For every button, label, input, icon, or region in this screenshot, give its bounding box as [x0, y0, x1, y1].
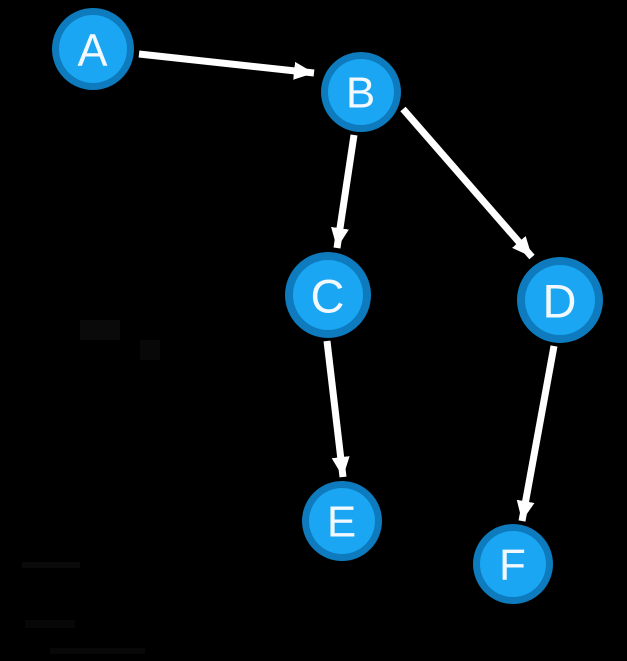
node-label: C: [311, 270, 346, 323]
graph-edge-C-E: [323, 340, 350, 478]
node-label: F: [499, 541, 527, 590]
node-inner-circle: [328, 59, 394, 125]
background-artifact: [50, 648, 145, 654]
node-inner-circle: [525, 265, 595, 335]
node-inner-circle: [293, 260, 363, 330]
graph-node-D[interactable]: D: [517, 257, 603, 343]
graph-node-F[interactable]: F: [473, 524, 553, 604]
node-inner-circle: [309, 488, 375, 554]
graph-node-B[interactable]: B: [321, 52, 401, 132]
node-label: D: [543, 275, 578, 328]
background-artifact: [80, 320, 120, 340]
graph-edge-B-C: [331, 134, 358, 249]
node-inner-circle: [480, 531, 546, 597]
graph-edges-layer: [138, 50, 558, 522]
background-artifacts-layer: [22, 320, 160, 654]
node-label: E: [327, 498, 357, 547]
graph-edge-B-D: [400, 106, 535, 260]
background-artifact: [25, 620, 75, 628]
graph-node-C[interactable]: C: [285, 252, 371, 338]
background-artifact: [140, 340, 160, 360]
graph-node-E[interactable]: E: [302, 481, 382, 561]
node-label: B: [346, 69, 376, 118]
graph-nodes-layer: A B C D E F: [52, 8, 603, 604]
background-artifact: [22, 562, 80, 568]
graph-edge-D-F: [516, 345, 558, 522]
node-inner-circle: [59, 15, 127, 83]
node-label: A: [77, 25, 108, 76]
graph-node-A[interactable]: A: [52, 8, 134, 90]
graph-edge-A-B: [138, 50, 315, 80]
